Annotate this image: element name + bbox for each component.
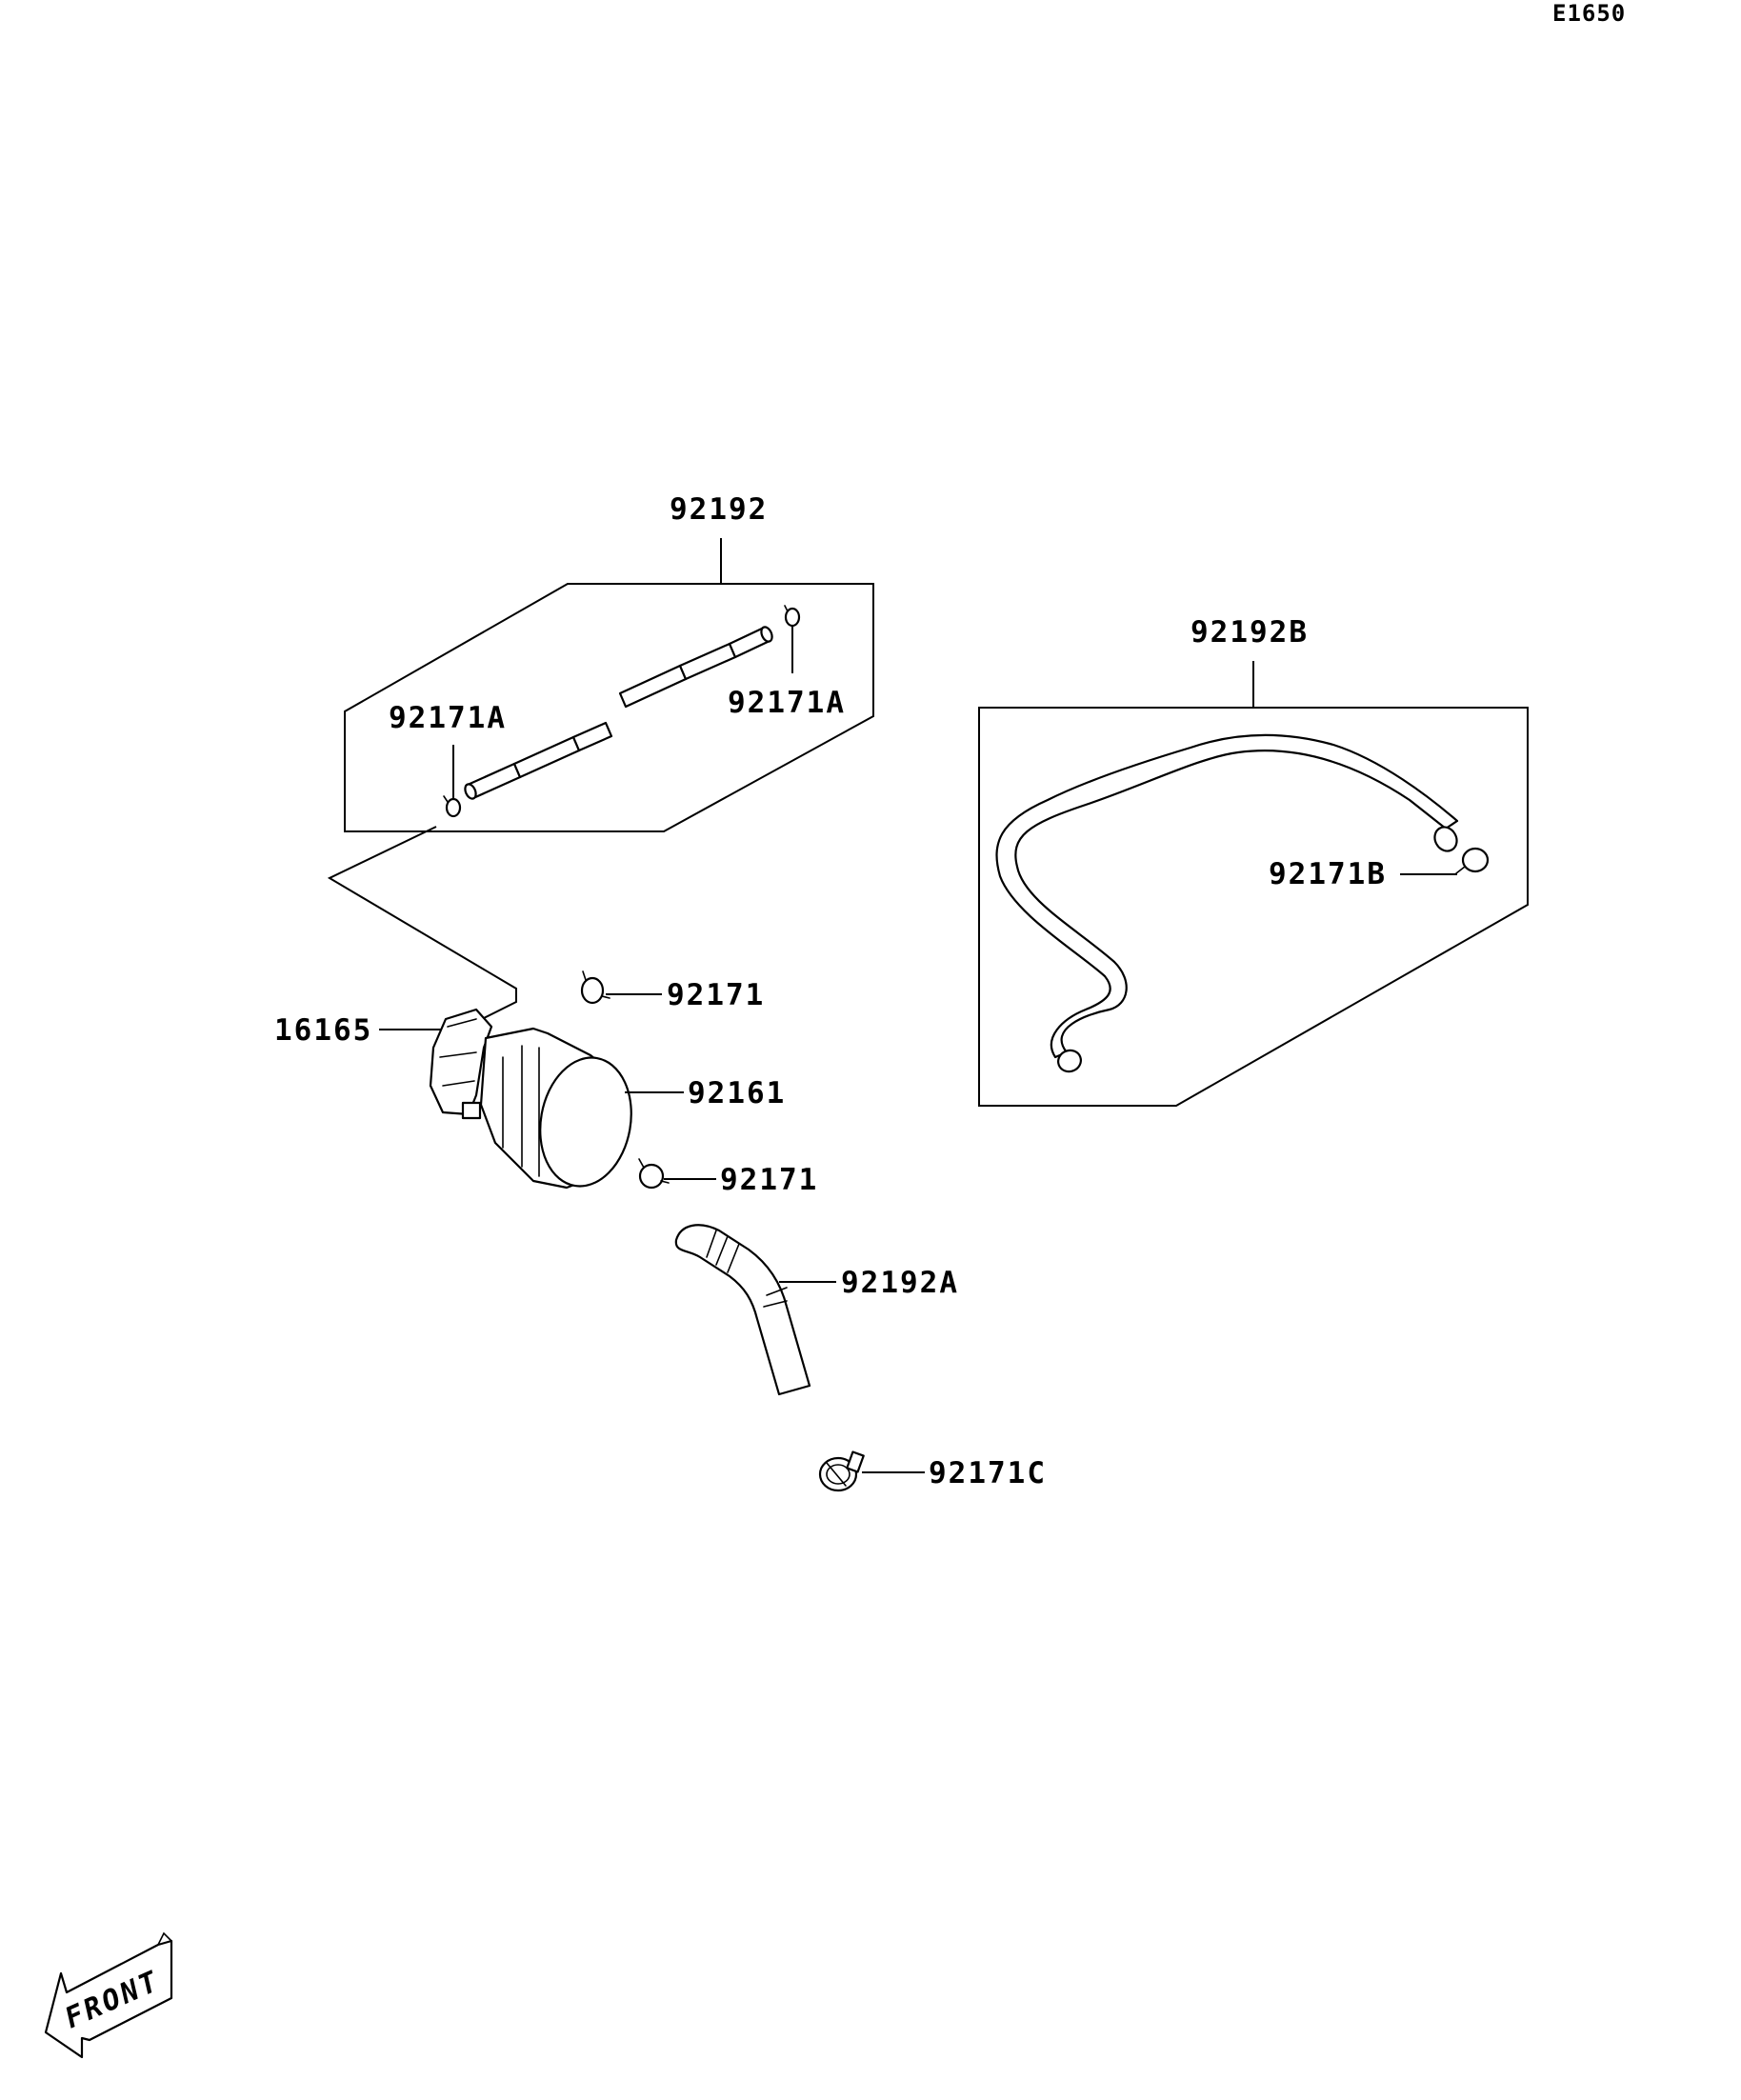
part-label-92192[interactable]: 92192 (670, 492, 768, 527)
valve-filter-assembly: 16165 92161 (274, 1008, 786, 1190)
hose-b-group: 92192B 92171B (978, 615, 1529, 1107)
part-label-92171-upper[interactable]: 92171 (667, 978, 765, 1012)
clamp-icon (1455, 847, 1490, 874)
filter-icon (479, 1027, 632, 1190)
leader-line (327, 826, 517, 1024)
part-label-92171-lower[interactable]: 92171 (720, 1163, 818, 1197)
tube-kit-group: 92192 92171A 92171A (344, 492, 874, 832)
part-label-16165[interactable]: 16165 (274, 1013, 372, 1048)
clamp-upper: 92171 (580, 970, 765, 1012)
valve-icon (429, 1008, 493, 1120)
part-label-92161[interactable]: 92161 (688, 1076, 786, 1110)
hose-a-group: 92192A (674, 1224, 959, 1396)
clamp-icon (443, 795, 462, 818)
part-label-92192b[interactable]: 92192B (1191, 615, 1309, 650)
part-label-92171a-right[interactable]: 92171A (728, 686, 846, 720)
part-label-92192a[interactable]: 92192A (841, 1266, 959, 1300)
vacuum-tube-icon (464, 626, 773, 800)
part-label-92171b[interactable]: 92171B (1269, 857, 1387, 891)
part-label-92171c[interactable]: 92171C (929, 1456, 1047, 1490)
hose-icon (674, 1224, 811, 1396)
hose-icon (995, 733, 1459, 1073)
clamp-icon (580, 970, 610, 1005)
front-arrow-icon (44, 1939, 173, 2059)
clamp-icon (784, 605, 801, 628)
clamp-lower: 92171 (638, 1158, 818, 1197)
diagram-code: E1650 (1552, 0, 1626, 27)
clamp-c-group: 92171C (818, 1450, 1047, 1492)
clamp-icon (638, 1158, 670, 1190)
clamp-icon (818, 1450, 865, 1492)
part-label-92171a-left[interactable]: 92171A (389, 701, 507, 735)
front-arrow: FRONT (44, 1931, 173, 2059)
